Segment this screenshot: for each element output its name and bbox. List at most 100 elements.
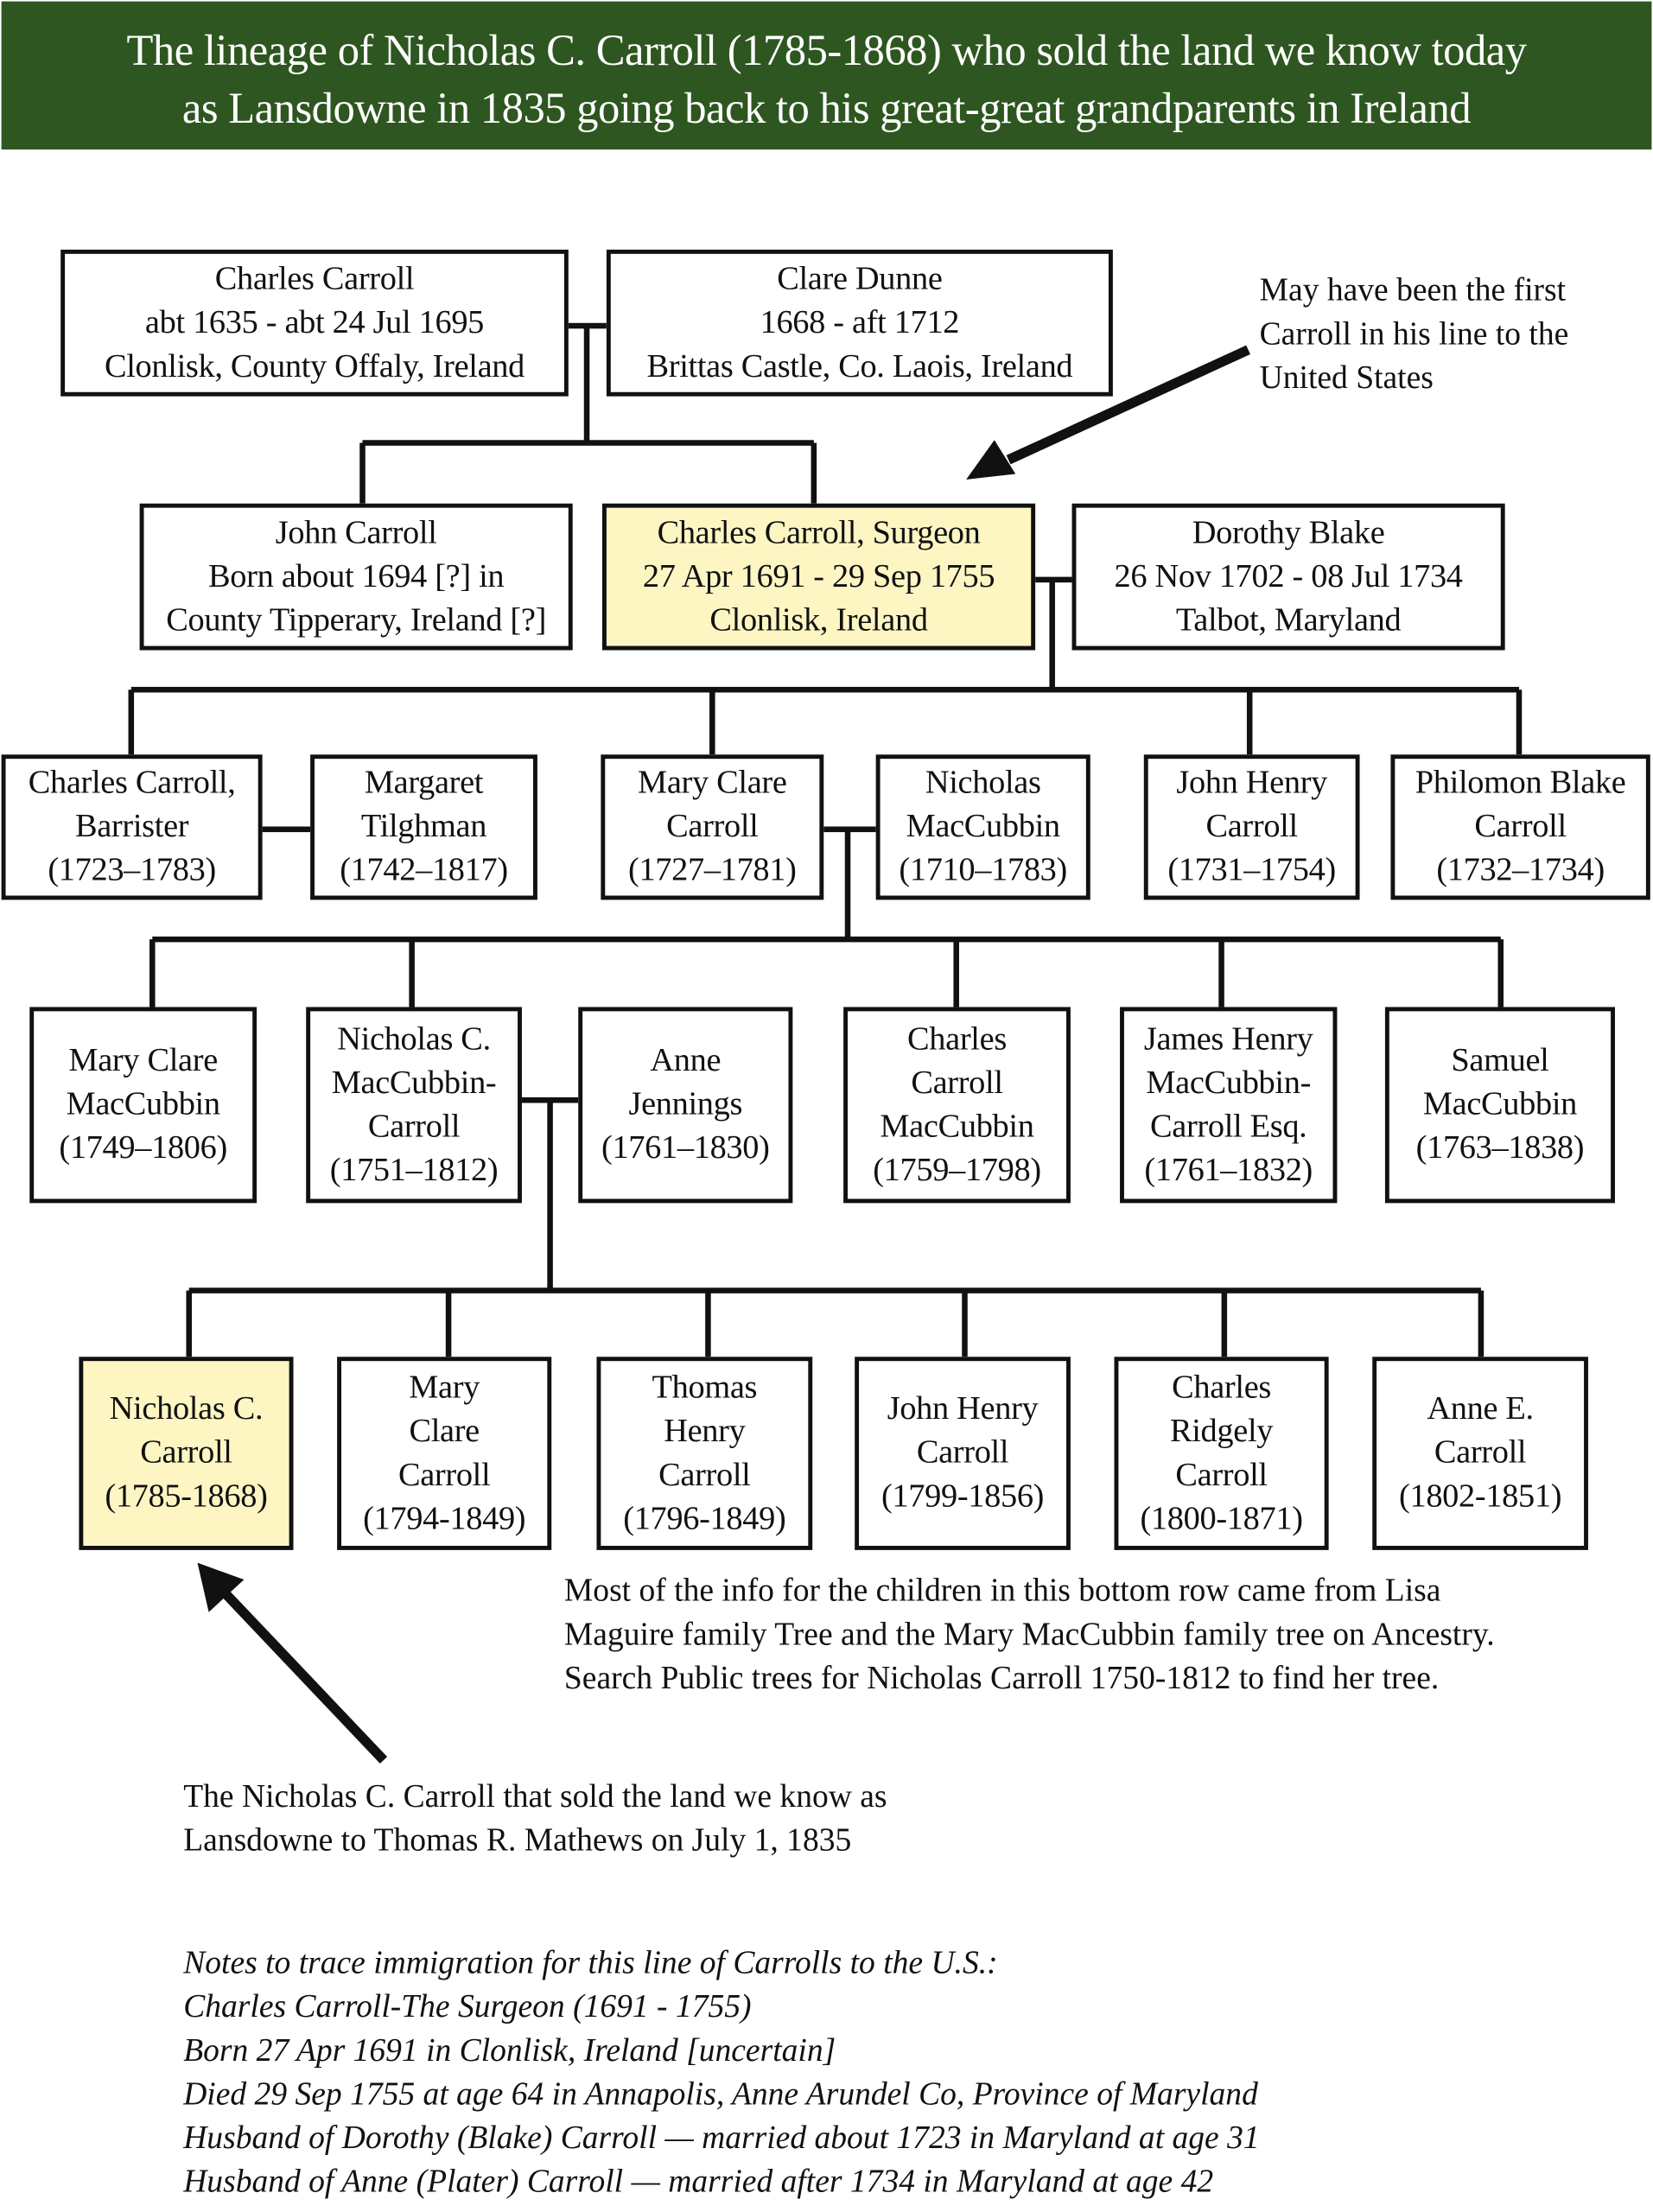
person-text: Carroll <box>1175 1456 1268 1493</box>
person-text: (1794-1849) <box>363 1499 526 1537</box>
person-text: Dorothy Blake <box>1192 513 1385 551</box>
person-text: (1727–1781) <box>628 851 797 889</box>
person-text: (1731–1754) <box>1167 851 1336 889</box>
person-text: Carroll <box>1205 808 1298 845</box>
person-text: (1742–1817) <box>340 851 508 889</box>
person-text: Anne <box>650 1042 722 1079</box>
person-text: Charles <box>907 1020 1007 1058</box>
person-text: abt 1635 - abt 24 Jul 1695 <box>144 303 485 341</box>
connector-line <box>845 829 850 940</box>
person-text: (1749–1806) <box>59 1129 227 1166</box>
person-text: Carroll <box>658 1456 751 1493</box>
person-text: MacCubbin- <box>331 1064 497 1102</box>
land-sale-note: The Nicholas C. Carroll that sold the la… <box>183 1774 887 1861</box>
connector-line <box>811 442 817 504</box>
connector-line <box>1218 939 1224 1007</box>
note-line: Maguire family Tree and the Mary MacCubb… <box>563 1616 1495 1652</box>
connector-line <box>1247 690 1253 755</box>
person-text: County Tipperary, Ireland [?] <box>166 601 547 639</box>
person-text: 1668 - aft 1712 <box>760 303 960 341</box>
person-text: (1800-1871) <box>1140 1499 1303 1537</box>
person-text: Carroll <box>367 1108 461 1145</box>
person-text: Philomon Blake <box>1415 764 1626 802</box>
note-line: Carroll in his line to the <box>1259 315 1569 352</box>
person-text: John Henry <box>1176 764 1327 802</box>
note-line: Most of the info for the children in thi… <box>563 1573 1441 1608</box>
connector-line <box>359 442 366 504</box>
source-note: Most of the info for the children in thi… <box>564 1568 1495 1700</box>
connector-line <box>584 326 589 443</box>
connector-line <box>1497 939 1504 1007</box>
person-box-anne-e-carroll: Anne E.Carroll(1802-1851) <box>1372 1357 1588 1550</box>
person-text: MacCubbin <box>66 1085 221 1123</box>
first-carroll-annotation: May have been the first Carroll in his l… <box>1260 268 1569 399</box>
note-line: The Nicholas C. Carroll that sold the la… <box>183 1778 887 1815</box>
connector-line <box>128 690 134 755</box>
person-text: (1799-1856) <box>881 1478 1045 1516</box>
note-line: Husband of Anne (Plater) Carroll — marri… <box>183 2163 1214 2199</box>
person-text: (1763–1838) <box>1415 1129 1585 1166</box>
person-text: Mary Clare <box>638 764 787 802</box>
connector-line <box>547 1100 553 1291</box>
person-text: (1785-1868) <box>105 1478 268 1516</box>
person-text: (1710–1783) <box>899 851 1067 889</box>
connector-line <box>1516 690 1522 755</box>
person-text: Nicholas C. <box>337 1020 491 1058</box>
title-line: as Lansdowne in 1835 going back to his g… <box>181 83 1472 133</box>
connector-line <box>1049 579 1055 690</box>
person-text: Carroll <box>1474 808 1567 845</box>
connector-line <box>186 1290 192 1357</box>
person-box-charles-carroll-barrister: Charles Carroll,Barrister(1723–1783) <box>1 754 263 900</box>
connector-line <box>705 1290 711 1357</box>
person-text: Carroll <box>1434 1434 1527 1471</box>
person-text: (1759–1798) <box>873 1151 1041 1189</box>
note-line: Lansdowne to Thomas R. Mathews on July 1… <box>183 1821 852 1858</box>
person-text: Clare Dunne <box>777 260 943 297</box>
connector-line <box>962 1290 968 1357</box>
person-text: Charles Carroll, Surgeon <box>657 513 981 551</box>
connector-line <box>130 687 1519 693</box>
person-text: Carroll <box>140 1434 232 1471</box>
connector-line <box>362 440 814 446</box>
person-text: (1796-1849) <box>623 1499 786 1537</box>
note-line: Died 29 Sep 1755 at age 64 in Annapolis,… <box>183 2075 1258 2112</box>
person-text: Thomas <box>652 1369 758 1406</box>
immigration-notes: Notes to trace immigration for this line… <box>183 1941 1259 2203</box>
person-text: Tilghman <box>360 808 487 845</box>
person-text: (1761–1832) <box>1144 1151 1313 1189</box>
note-line: United States <box>1259 359 1434 396</box>
arrow-to-nicholas <box>197 1562 388 1764</box>
connector-line <box>709 690 715 755</box>
person-text: John Henry <box>887 1390 1039 1427</box>
person-text: Nicholas C. <box>109 1390 264 1427</box>
person-text: (1723–1783) <box>48 851 216 889</box>
arrow-to-surgeon <box>966 345 1250 480</box>
person-text: MacCubbin <box>906 808 1061 845</box>
person-text: Charles <box>1172 1369 1272 1406</box>
person-text: Mary Clare <box>68 1042 218 1079</box>
person-text: Carroll <box>911 1064 1003 1102</box>
person-text: Margaret <box>364 764 484 802</box>
person-text: Clonlisk, County Offaly, Ireland <box>104 347 525 385</box>
person-text: John Carroll <box>275 513 437 551</box>
note-line: Search Public trees for Nicholas Carroll… <box>563 1660 1440 1696</box>
person-text: Barrister <box>74 808 189 845</box>
person-text: James Henry <box>1143 1020 1313 1058</box>
person-text: 26 Nov 1702 - 08 Jul 1734 <box>1114 557 1463 595</box>
person-text: MacCubbin <box>880 1108 1034 1145</box>
person-box-nicholas-c-maccubbin-carroll: Nicholas C.MacCubbin-Carroll(1751–1812) <box>306 1007 522 1204</box>
